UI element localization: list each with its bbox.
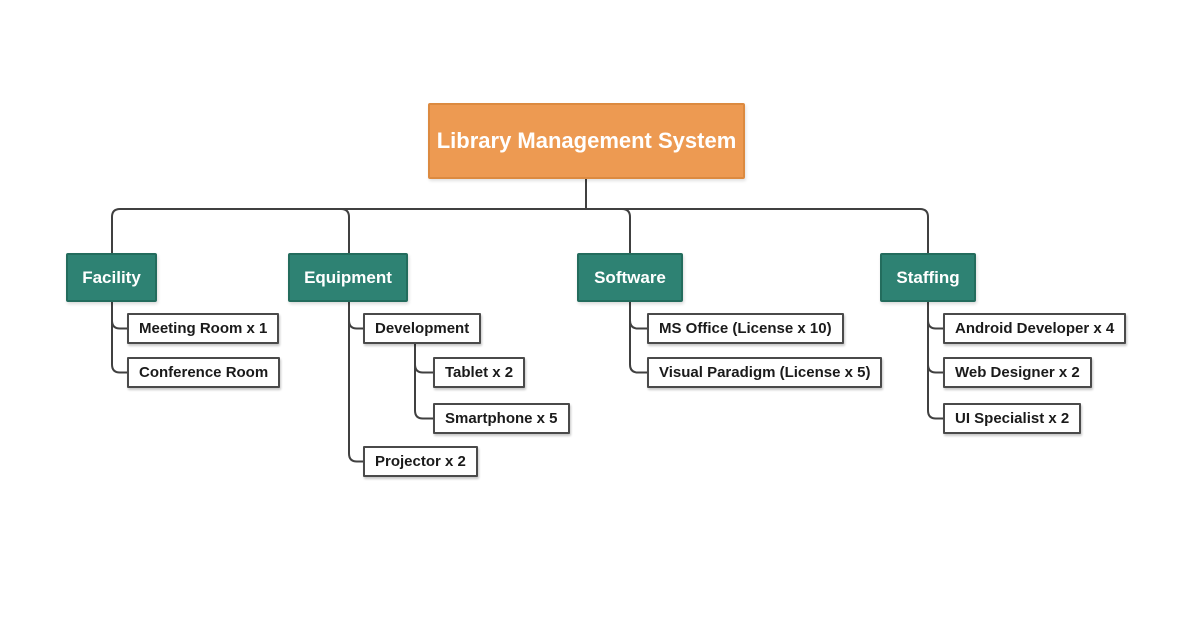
node-smartphone: Smartphone x 5 — [433, 403, 570, 434]
node-software: Software — [577, 253, 683, 302]
node-projector: Projector x 2 — [363, 446, 478, 477]
node-equipment: Equipment — [288, 253, 408, 302]
connector-staffing-child — [927, 302, 943, 330]
node-root-library-management-system: Library Management System — [428, 103, 745, 179]
node-conference-room: Conference Room — [127, 357, 281, 388]
connector-development-child — [414, 343, 433, 374]
node-development: Development — [363, 313, 482, 344]
connector-software-child — [629, 302, 647, 374]
node-visual-paradigm-license: Visual Paradigm (License x 5) — [647, 357, 883, 388]
node-facility: Facility — [66, 253, 157, 302]
node-ms-office-license: MS Office (License x 10) — [647, 313, 844, 344]
node-tablet: Tablet x 2 — [433, 357, 526, 388]
connector-facility-child — [111, 302, 127, 374]
connector-staffing-child — [927, 302, 943, 374]
connector-top-bus — [111, 208, 929, 253]
connector-drop-equipment — [340, 208, 350, 253]
connector-drop-software — [621, 208, 631, 253]
connector-staffing-child — [927, 302, 943, 420]
connector-equipment-child — [348, 302, 363, 463]
node-staffing: Staffing — [880, 253, 976, 302]
node-android-developer: Android Developer x 4 — [943, 313, 1127, 344]
node-meeting-room: Meeting Room x 1 — [127, 313, 280, 344]
connector-facility-child — [111, 302, 127, 330]
node-web-designer: Web Designer x 2 — [943, 357, 1092, 388]
connector-equipment-child — [348, 302, 363, 330]
connector-development-child — [414, 343, 433, 420]
node-ui-specialist: UI Specialist x 2 — [943, 403, 1082, 434]
connector-software-child — [629, 302, 647, 330]
